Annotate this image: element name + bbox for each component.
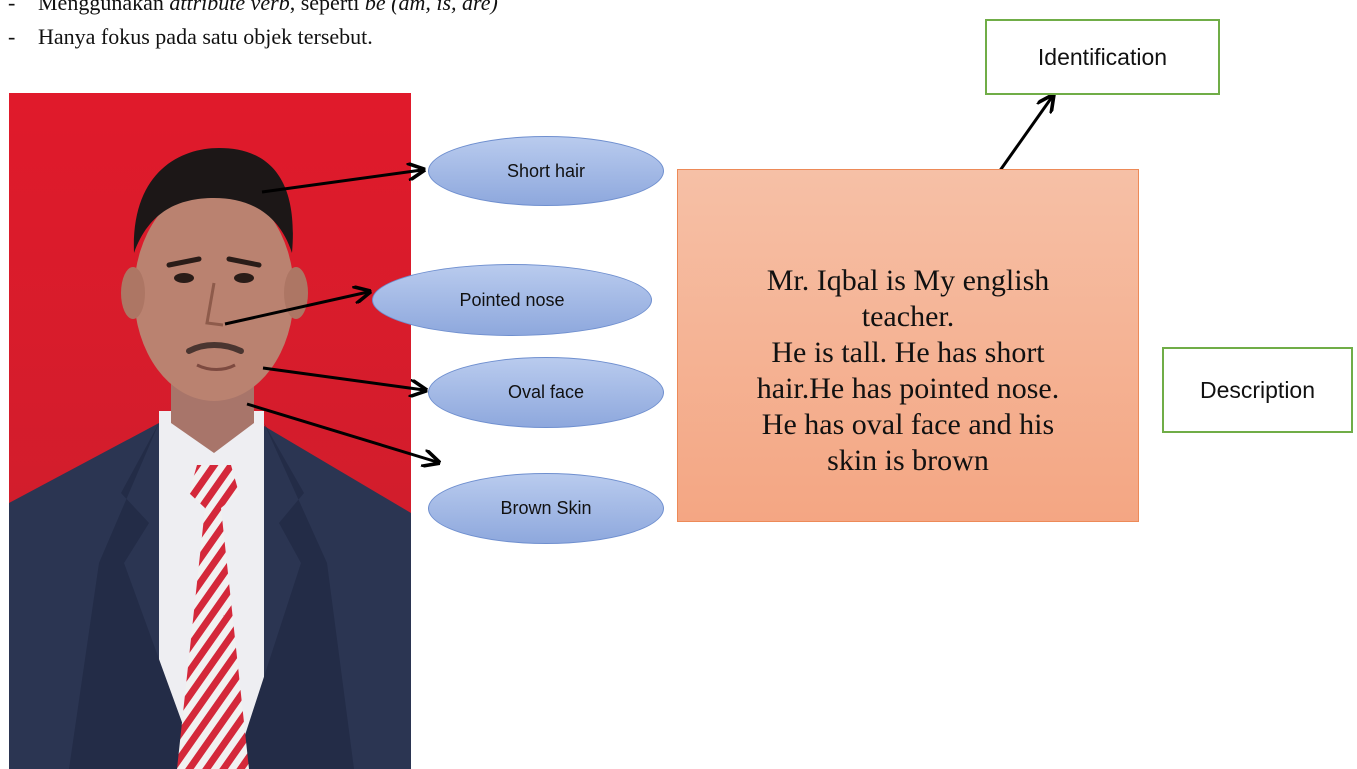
- portrait-photo: [9, 93, 411, 769]
- text-line: Mr. Iqbal is My english: [766, 263, 1050, 297]
- description-label-box: Description: [1162, 347, 1353, 433]
- text-line: He has oval face and his: [761, 407, 1055, 441]
- identification-label-box: Identification: [985, 19, 1220, 95]
- bullet-text: Menggunakan attribute verb, seperti be (…: [38, 0, 498, 15]
- bullet-dash: -: [8, 24, 16, 49]
- portrait-illustration: [9, 93, 411, 769]
- text-line: teacher.: [861, 299, 955, 333]
- bubble-oval-face: Oval face: [428, 357, 664, 428]
- bullet-text: Hanya fokus pada satu objek tersebut.: [38, 24, 373, 49]
- bubble-brown-skin: Brown Skin: [428, 473, 664, 544]
- bubble-pointed-nose: Pointed nose: [372, 264, 652, 336]
- bullet-item-1: - Menggunakan attribute verb, seperti be…: [8, 0, 498, 20]
- bubble-short-hair: Short hair: [428, 136, 664, 206]
- bullet-dash: -: [8, 0, 16, 15]
- descriptive-paragraph: Mr. Iqbal is My english teacher. He is t…: [757, 263, 1059, 479]
- text-line: hair.He has pointed nose.: [756, 371, 1060, 405]
- bullet-list: - Menggunakan attribute verb, seperti be…: [8, 0, 498, 54]
- text-line: skin is brown: [827, 443, 989, 477]
- descriptive-text-box: Mr. Iqbal is My english teacher. He is t…: [677, 169, 1139, 522]
- text-line: He is tall. He has short: [771, 335, 1045, 369]
- bullet-item-2: - Hanya fokus pada satu objek tersebut.: [8, 20, 498, 54]
